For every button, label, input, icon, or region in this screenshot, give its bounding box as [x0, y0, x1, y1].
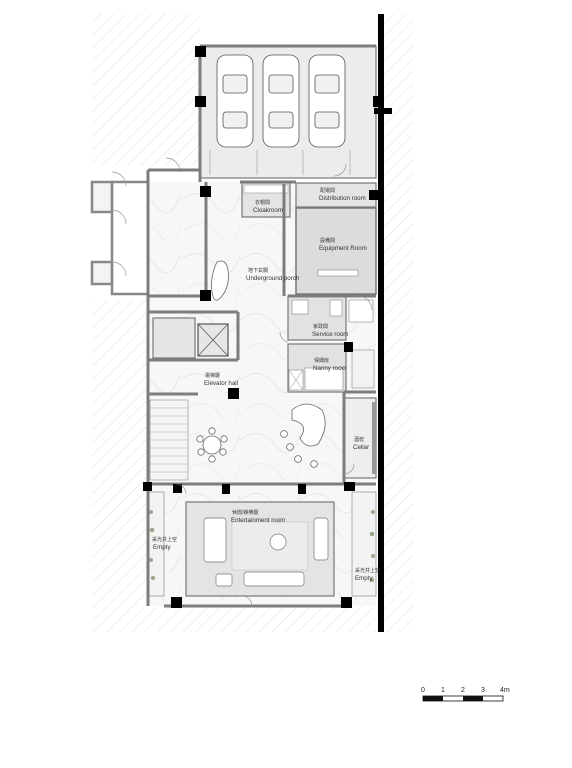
car-icon	[262, 54, 300, 148]
scale-tick-label: 1	[441, 687, 445, 694]
porch-label-en: Underground porch	[246, 275, 300, 282]
lounge-icon	[280, 403, 326, 468]
light-well-right-label-en: Empty	[355, 575, 373, 582]
scale-tick-label: 2	[461, 687, 465, 694]
bench-icon	[211, 260, 229, 301]
nanny-room-label: 保姆房 Nanny room	[313, 357, 347, 372]
walls	[146, 44, 376, 608]
distribution-room-label-cn: 配電間	[320, 188, 335, 194]
hatch-left	[92, 300, 147, 632]
scale-tick-label: 3	[481, 687, 485, 694]
car-icon	[308, 54, 346, 148]
cloakroom-label-en: Cloakroom	[253, 207, 283, 214]
distribution-room-label: 配電間 Distribution room	[319, 188, 366, 202]
hatch-right	[383, 14, 413, 632]
service-room-label-cn: 家政間	[313, 323, 328, 330]
round-table-icon	[196, 427, 228, 463]
entertainment-room-label: 休閒/娛樂廳 Entertainment room	[231, 509, 285, 524]
stair	[149, 399, 189, 481]
entertainment-room-label-en: Entertainment room	[231, 517, 285, 524]
scale-bar: 0 1 2 3 4m	[421, 687, 510, 702]
planter-icon	[149, 510, 375, 583]
door-swing-icon	[175, 163, 373, 607]
service-room-label: 家政間 Service room	[312, 323, 348, 338]
cloakroom-label: 衣帽間 Cloakroom	[253, 199, 283, 214]
elevator-hall-label: 電梯廳 Elevator hall	[204, 372, 238, 387]
elevator-hall-label-en: Elevator hall	[204, 380, 238, 387]
nanny-room-label-en: Nanny room	[313, 365, 347, 372]
cellar-label: 酒窖 Cellar	[353, 436, 369, 451]
elevator-hall-label-cn: 電梯廳	[205, 372, 220, 379]
service-room-label-en: Service room	[312, 331, 348, 338]
equipment-room-label-en: Equipment Room	[319, 245, 367, 252]
light-well-right-label-cn: 采光井上空	[355, 567, 380, 574]
equipment-room-area	[295, 207, 377, 295]
column-marks	[143, 46, 383, 608]
scale-tick-label: 0	[421, 687, 425, 694]
light-well-left-label-cn: 采光井上空	[152, 536, 177, 543]
distribution-room-label-en: Distribution room	[319, 195, 366, 202]
light-well-left-label: 采光井上空 Empty	[152, 536, 177, 551]
cloakroom-label-cn: 衣帽間	[255, 199, 270, 206]
porch-label-cn: 地下玄關	[248, 267, 268, 274]
car-icon	[216, 54, 254, 148]
light-well-right-label: 采光井上空 Empty	[355, 567, 380, 582]
sofa-icon	[203, 517, 329, 587]
toilet-area	[152, 317, 196, 359]
light-well-right	[351, 491, 377, 597]
equipment-room-label: 設備間 Equipment Room	[319, 237, 367, 252]
porch-label: 地下玄關 Underground porch	[246, 267, 300, 282]
scale-tick-label: 4m	[500, 687, 510, 694]
hatch-bottom	[148, 606, 378, 632]
entertainment-room-label-cn: 休閒/娛樂廳	[232, 509, 258, 516]
nanny-room-label-cn: 保姆房	[314, 357, 329, 364]
cellar-label-cn: 酒窖	[354, 436, 364, 443]
light-well-left-label-en: Empty	[153, 544, 171, 551]
hatch-top	[92, 14, 200, 166]
cellar-label-en: Cellar	[353, 444, 369, 451]
boundary-wall	[378, 14, 384, 632]
equipment-room-label-cn: 設備間	[320, 237, 335, 244]
left-annex	[90, 180, 150, 296]
